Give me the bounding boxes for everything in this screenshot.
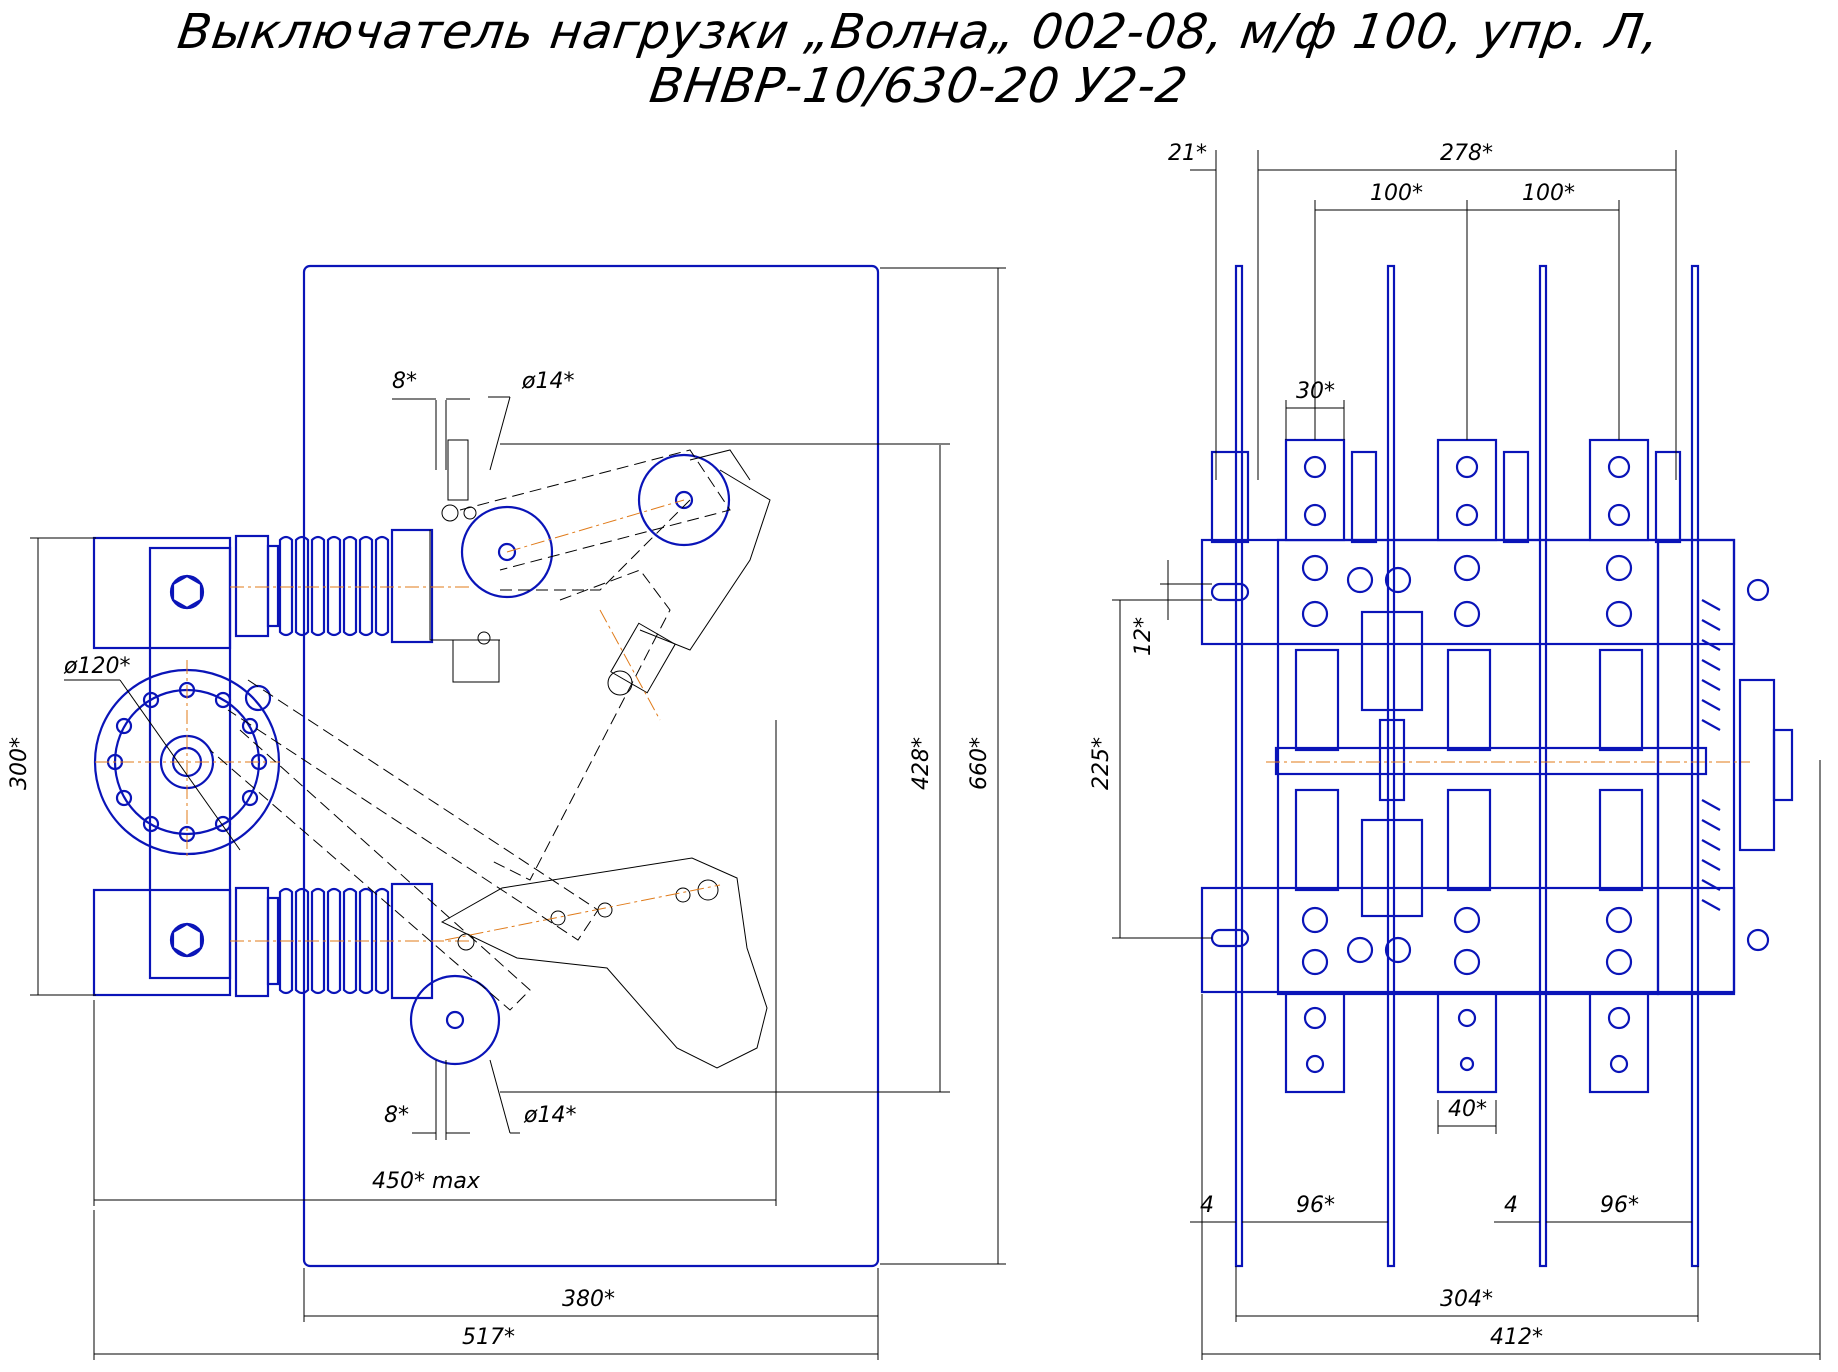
dim-304: 304* xyxy=(1440,1287,1493,1312)
dim-phi14-bottom: ø14* xyxy=(523,1103,576,1128)
insulator-lower-base xyxy=(234,886,270,998)
spring-housing xyxy=(1656,538,1736,996)
lower-fixed-contact xyxy=(409,974,501,1066)
bottom-terminals xyxy=(1284,992,1650,1094)
base-bolts xyxy=(1301,554,1633,976)
dim-4-left: 4 xyxy=(1200,1193,1214,1218)
main-base-frame xyxy=(1276,538,1660,996)
dim-278: 278* xyxy=(1440,141,1493,166)
mounting-panel xyxy=(302,264,880,1268)
side-plate-left-bottom xyxy=(1200,886,1736,994)
dim-30: 30* xyxy=(1296,379,1335,404)
lower-lever-outline xyxy=(440,857,768,1069)
blade-units xyxy=(1294,610,1644,918)
dim-517: 517* xyxy=(462,1325,515,1350)
dim-412: 412* xyxy=(1490,1325,1543,1350)
insulator-upper-base xyxy=(234,534,270,638)
dim-428: 428* xyxy=(909,737,934,790)
vertical-blades xyxy=(1234,264,1700,1268)
dim-8-bottom: 8* xyxy=(384,1103,409,1128)
hidden-linkage xyxy=(209,449,731,1011)
dim-phi120: ø120* xyxy=(63,654,130,679)
spring-assembly xyxy=(1696,578,1794,952)
flange-bolt-circle xyxy=(106,681,268,843)
dim-225: 225* xyxy=(1089,737,1114,790)
dim-450-max: 450* max xyxy=(372,1169,481,1194)
dim-660: 660* xyxy=(967,737,992,790)
dim-380: 380* xyxy=(562,1287,615,1312)
top-terminals xyxy=(1284,438,1650,542)
right-front-view: 21* 278* 100* 100* 30* 12* 225* 40* 4 96… xyxy=(1089,141,1821,1360)
drive-housing-top xyxy=(92,536,232,650)
dim-8-top: 8* xyxy=(392,369,417,394)
dim-12: 12* xyxy=(1131,617,1156,656)
frame-bolt-top xyxy=(169,574,205,610)
upper-lever-outline xyxy=(639,469,771,651)
dim-100-left: 100* xyxy=(1370,181,1423,206)
blade-upper-contact xyxy=(637,453,731,547)
frame-bolt-bottom xyxy=(169,922,205,958)
dim-40: 40* xyxy=(1448,1097,1487,1122)
left-side-view: 8* ø14* 300* ø120* 428* 660* 8* ø14* xyxy=(7,264,1006,1360)
dim-96-right: 96* xyxy=(1600,1193,1639,1218)
dim-300: 300* xyxy=(7,737,32,790)
dim-phi14-top: ø14* xyxy=(521,369,574,394)
dim-96-left: 96* xyxy=(1296,1193,1335,1218)
upper-fixed-contact xyxy=(460,505,554,599)
drive-frame xyxy=(148,546,232,980)
dim-100-right: 100* xyxy=(1522,181,1575,206)
dim-21: 21* xyxy=(1168,141,1207,166)
dim-4-right: 4 xyxy=(1504,1193,1518,1218)
insulator-upper-ribs xyxy=(266,528,434,644)
drive-shaft-horizontal xyxy=(1274,746,1708,776)
drive-housing-bottom xyxy=(92,888,232,997)
